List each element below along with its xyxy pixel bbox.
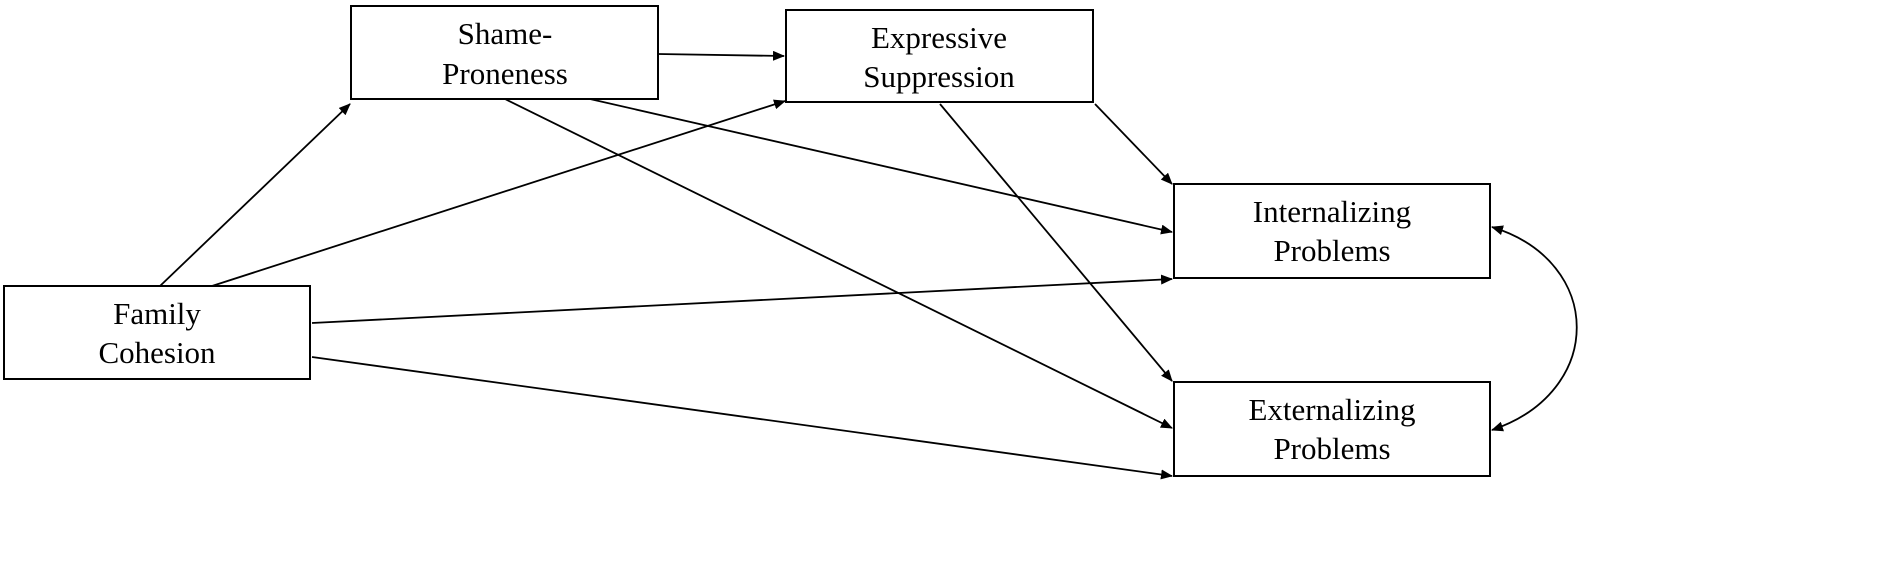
edge-shame-to-suppression: [657, 50, 785, 61]
node-shame-proneness-label-line-1: Shame-: [458, 16, 553, 51]
edge-family-to-suppression: [211, 99, 786, 287]
edge-family-to-externalizing: [311, 356, 1173, 480]
node-externalizing-problems: Externalizing Problems: [1173, 381, 1491, 477]
node-shame-proneness: Shame- Proneness: [350, 5, 659, 100]
node-expressive-suppression-label-line-1: Expressive: [871, 20, 1007, 55]
node-externalizing-problems-box: [1173, 381, 1491, 477]
edge-shame-to-internalizing: [589, 98, 1173, 235]
edge-family-to-internalizing: [311, 274, 1173, 324]
node-expressive-suppression-box: [785, 9, 1094, 103]
node-externalizing-problems-label-line-2: Problems: [1273, 431, 1390, 466]
node-family-cohesion-label-line-2: Cohesion: [98, 335, 216, 370]
node-shame-proneness-box: [350, 5, 659, 100]
edge-shame-to-externalizing: [504, 98, 1173, 429]
edge-suppression-to-internalizing: [1094, 103, 1173, 185]
edge-family-to-shame: [159, 103, 351, 287]
node-family-cohesion-box: [3, 285, 311, 380]
node-family-cohesion: Family Cohesion: [3, 285, 311, 380]
node-internalizing-problems-label-line-1: Internalizing: [1253, 194, 1411, 229]
node-internalizing-problems-box: [1173, 183, 1491, 279]
node-internalizing-problems: Internalizing Problems: [1173, 183, 1491, 279]
node-expressive-suppression-label-line-2: Suppression: [863, 59, 1015, 94]
node-externalizing-problems-label-line-1: Externalizing: [1249, 392, 1416, 427]
edge-suppression-to-externalizing: [939, 103, 1173, 382]
edges-layer: [159, 50, 1578, 480]
node-expressive-suppression: Expressive Suppression: [785, 9, 1094, 103]
edge-internalizing-externalizing-covariance: [1491, 225, 1578, 432]
node-internalizing-problems-label-line-2: Problems: [1273, 233, 1390, 268]
node-family-cohesion-label-line-1: Family: [113, 296, 201, 331]
node-shame-proneness-label-line-2: Proneness: [442, 56, 568, 91]
